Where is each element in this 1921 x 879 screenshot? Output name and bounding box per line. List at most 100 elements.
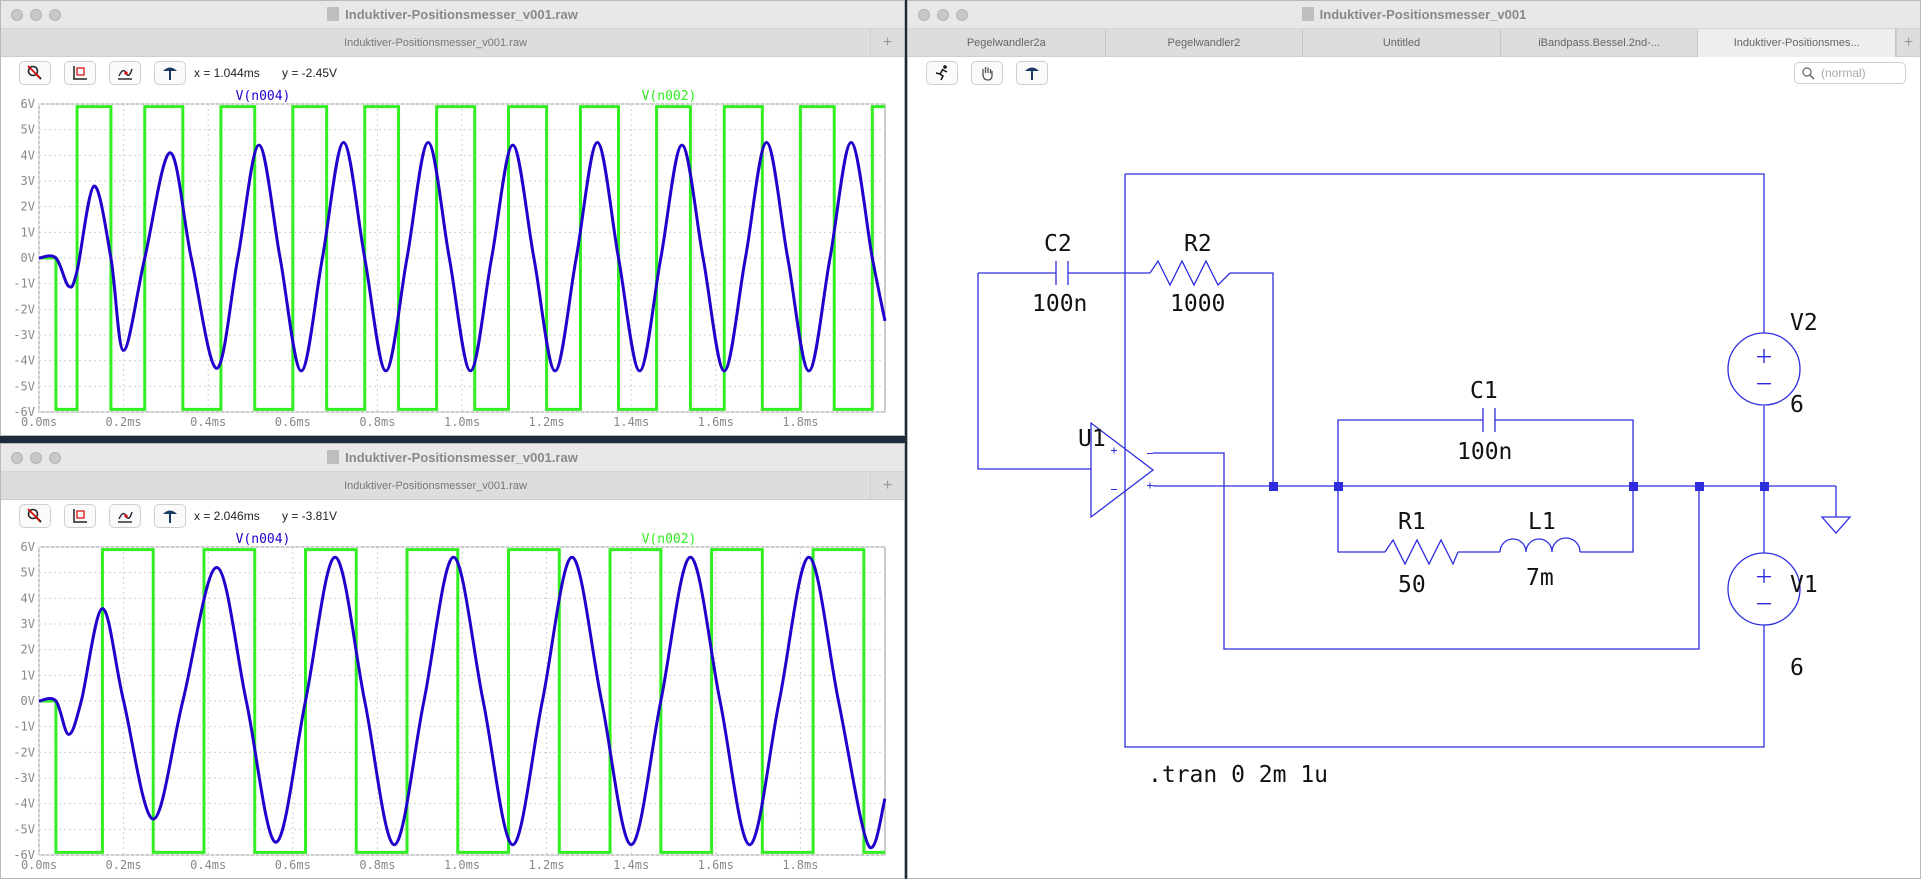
resistor-r2[interactable] (1149, 259, 1231, 287)
v2-value: 6 (1790, 392, 1804, 418)
tab-pegelwandler2[interactable]: Pegelwandler2 (1106, 29, 1304, 57)
probe-button[interactable] (1016, 61, 1048, 85)
tab-bar: Pegelwandler2a Pegelwandler2 Untitled iB… (908, 29, 1920, 57)
pan-button[interactable] (971, 61, 1003, 85)
inductor-l1[interactable] (1499, 537, 1581, 553)
x-tick-label: 0.8ms (359, 415, 395, 429)
search-input[interactable]: (normal) (1794, 62, 1906, 84)
x-tick-label: 0.6ms (275, 858, 311, 872)
wire[interactable] (1580, 486, 1634, 553)
window-title: Induktiver-Positionsmesser_v001.raw (1, 444, 904, 472)
trace-label-v-n002: V(n002) (642, 90, 697, 104)
ground-symbol[interactable] (1820, 486, 1852, 534)
y-tick-label: 5V (21, 123, 35, 137)
schematic-canvas[interactable]: C2 100n R2 1000 C1 100n R1 50 L1 7m U1 V… (908, 89, 1921, 879)
window-title-text: Induktiver-Positionsmesser_v001.raw (345, 7, 578, 22)
y-tick-label: 4V (21, 148, 35, 162)
new-tab-button[interactable]: + (870, 472, 904, 500)
wire[interactable] (1337, 419, 1483, 486)
probe-button[interactable] (154, 61, 186, 85)
plot-toolbar: x = 1.044ms y = -2.45V (1, 57, 904, 89)
probe-icon (1025, 67, 1039, 80)
minimize-button[interactable] (937, 9, 949, 21)
zoom-button[interactable] (49, 9, 61, 21)
titlebar: Induktiver-Positionsmesser_v001 (908, 1, 1920, 29)
close-button[interactable] (918, 9, 930, 21)
u1-name: U1 (1078, 426, 1106, 452)
new-tab-button[interactable]: + (1896, 29, 1920, 57)
pick-traces-button[interactable] (109, 504, 141, 528)
probe-icon (163, 510, 177, 523)
pick-traces-button[interactable] (109, 61, 141, 85)
r2-value: 1000 (1170, 291, 1225, 317)
x-tick-label: 0.4ms (190, 858, 226, 872)
zoom-cancel-button[interactable] (19, 61, 51, 85)
wire[interactable] (1230, 272, 1274, 486)
plot-window-top: Induktiver-Positionsmesser_v001.raw Indu… (0, 0, 905, 436)
trace-label-v-n004: V(n004) (236, 90, 291, 104)
minimize-button[interactable] (30, 9, 42, 21)
tab-untitled[interactable]: Untitled (1303, 29, 1501, 57)
wire[interactable] (1124, 174, 1765, 748)
tab-raw-file[interactable]: Induktiver-Positionsmesser_v001.raw (344, 480, 527, 492)
new-tab-button[interactable]: + (870, 29, 904, 57)
y-tick-label: -3V (13, 771, 35, 785)
wire[interactable] (1337, 486, 1385, 553)
y-tick-label: -6V (13, 405, 35, 419)
wire[interactable] (1125, 173, 1765, 333)
zoom-button[interactable] (49, 452, 61, 464)
autorange-icon (73, 66, 87, 80)
wire[interactable] (977, 273, 1091, 470)
tab-bar: Induktiver-Positionsmesser_v001.raw + (1, 29, 904, 57)
schematic-window: Induktiver-Positionsmesser_v001 Pegelwan… (907, 0, 1921, 879)
close-button[interactable] (11, 9, 23, 21)
zoom-button[interactable] (956, 9, 968, 21)
opamp-minus-bottom (1111, 489, 1117, 490)
x-tick-label: 1.6ms (698, 415, 734, 429)
tab-ibandpass[interactable]: iBandpass.Bessel.2nd-... (1501, 29, 1699, 57)
r1-name: R1 (1398, 509, 1426, 535)
document-icon (327, 450, 340, 464)
r2-name: R2 (1184, 231, 1212, 257)
zoom-cancel-button[interactable] (19, 504, 51, 528)
c1-name: C1 (1470, 378, 1498, 404)
tab-pegelwandler2a[interactable]: Pegelwandler2a (908, 29, 1106, 57)
tab-bar: Induktiver-Positionsmesser_v001.raw + (1, 472, 904, 500)
y-tick-label: -6V (13, 848, 35, 862)
run-button[interactable] (926, 61, 958, 85)
close-button[interactable] (11, 452, 23, 464)
v1-name: V1 (1790, 572, 1818, 598)
resistor-r1[interactable] (1384, 538, 1459, 566)
trace-v-n004 (38, 555, 887, 850)
opamp-u1[interactable] (1090, 421, 1155, 519)
y-tick-label: 1V (21, 225, 35, 239)
opamp-plus-bottom (1147, 482, 1153, 489)
probe-button[interactable] (154, 504, 186, 528)
y-tick-label: 5V (21, 566, 35, 580)
y-tick-label: 0V (21, 694, 35, 708)
autorange-button[interactable] (64, 61, 96, 85)
cursor-x-readout: x = 1.044ms (194, 66, 260, 80)
minimize-button[interactable] (30, 452, 42, 464)
y-tick-label: -4V (13, 797, 35, 811)
cursor-y-readout: y = -2.45V (282, 66, 338, 80)
x-tick-label: 1.2ms (529, 415, 565, 429)
x-tick-label: 0.2ms (106, 858, 142, 872)
wire[interactable] (1495, 419, 1634, 486)
voltage-source-v2[interactable] (1727, 332, 1801, 406)
autorange-button[interactable] (64, 504, 96, 528)
x-tick-label: 0.2ms (106, 415, 142, 429)
titlebar: Induktiver-Positionsmesser_v001.raw (1, 1, 904, 29)
wire[interactable] (1153, 452, 1700, 650)
y-tick-label: 0V (21, 251, 35, 265)
spice-directive[interactable]: .tran 0 2m 1u (1148, 762, 1328, 788)
pick-traces-icon (118, 68, 133, 80)
x-tick-label: 1.8ms (782, 858, 818, 872)
y-tick-label: -5V (13, 822, 35, 836)
voltage-source-v1[interactable] (1727, 552, 1801, 626)
cursor-y-readout: y = -3.81V (282, 509, 338, 523)
tab-raw-file[interactable]: Induktiver-Positionsmesser_v001.raw (344, 37, 527, 49)
tab-induktiver-positionsmesser[interactable]: Induktiver-Positionsmes... (1698, 29, 1896, 57)
